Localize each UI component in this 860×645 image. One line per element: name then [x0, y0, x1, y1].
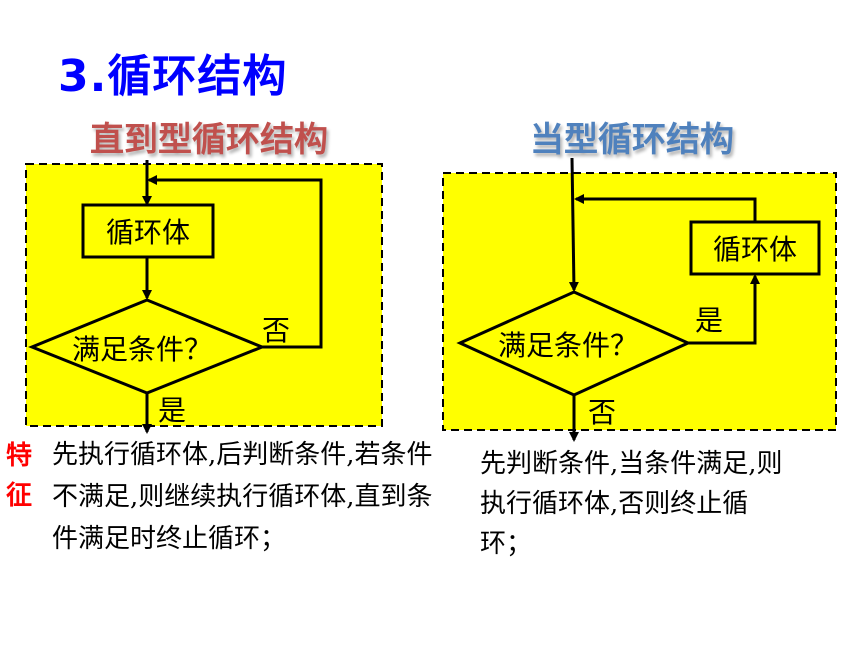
until-loop-panel — [25, 163, 383, 427]
no-label: 否 — [262, 314, 290, 347]
while-loop-description: 先判断条件,当条件满足,则执行循环体,否则终止循环； — [480, 449, 783, 559]
while-loop-flowchart: 满足条件？ 是 循环体 否 — [442, 157, 837, 442]
no-label: 否 — [588, 396, 616, 429]
while-loop-panel — [442, 172, 837, 431]
loop-body-label: 循环体 — [713, 233, 797, 266]
feature-label: 特征 — [6, 441, 33, 511]
entry-arrow — [568, 157, 579, 292]
yes-to-body-arrow — [688, 274, 760, 345]
while-loop-heading: 当型循环结构 — [530, 120, 734, 160]
until-loop-description: 先执行循环体,后判断条件,若条件不满足,则继续执行循环体,直到条件满足时终止循环… — [52, 440, 433, 554]
until-loop-heading: 直到型循环结构 — [90, 120, 328, 160]
decision-label: 满足条件？ — [72, 333, 212, 366]
until-loop-flowchart: 循环体 满足条件？ 否 是 — [25, 160, 383, 434]
yes-label: 是 — [158, 394, 186, 427]
loop-body-label: 循环体 — [106, 216, 190, 249]
no-loop-back-arrow — [147, 175, 323, 349]
decision-label: 满足条件？ — [498, 329, 638, 362]
loop-back-arrow — [574, 194, 757, 222]
page-title: 3.循环结构 — [58, 51, 288, 102]
yes-label: 是 — [695, 304, 723, 337]
